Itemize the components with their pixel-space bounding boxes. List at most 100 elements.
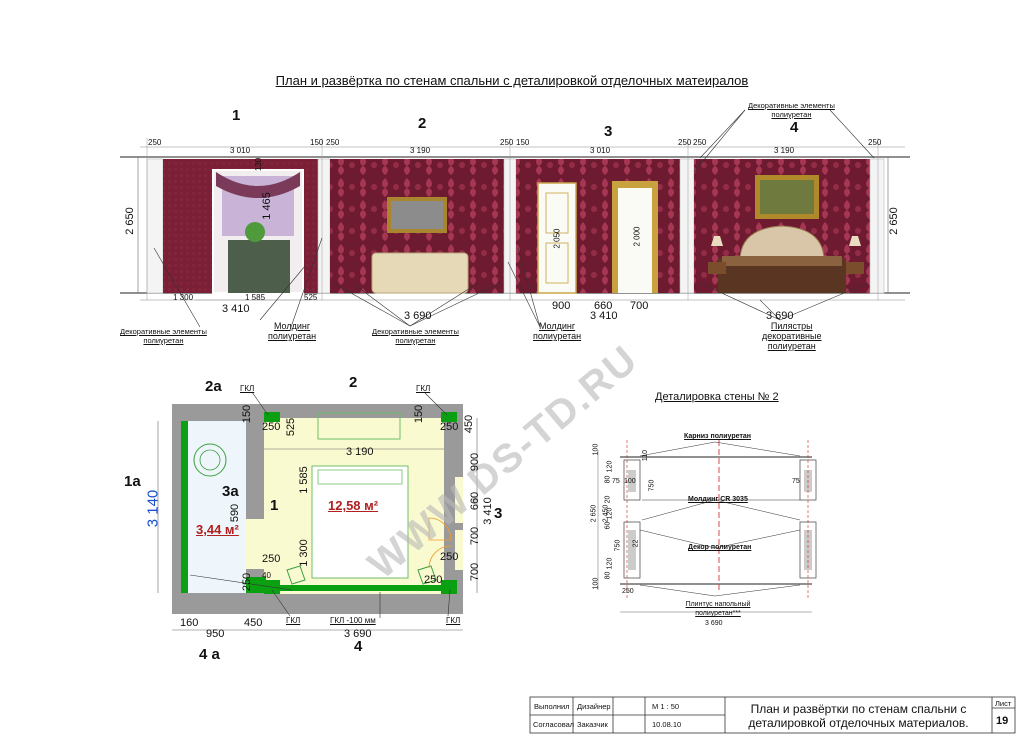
dim-plan-250e: 250 [440, 551, 459, 563]
detail-dim-120b: 120 [606, 507, 614, 520]
plan-label-1: 1 [270, 497, 279, 514]
bath-plan [193, 443, 227, 477]
pilaster-4 [679, 158, 695, 294]
detail-dim-20: 20 [604, 495, 612, 504]
gkl-label-bottom-left: ГКЛ [286, 616, 301, 625]
vanity [371, 252, 469, 294]
dim-plan-250c: 250 [262, 553, 281, 565]
detail-wall-2 [597, 440, 817, 613]
dim-w4-mid: 3 190 [774, 146, 795, 155]
dim-w1-b2: 1 585 [245, 293, 266, 302]
bathtub [228, 240, 290, 293]
dim-w3-total: 3 410 [590, 310, 618, 322]
wall-3-number: 3 [604, 123, 613, 140]
wall-1-number: 1 [232, 107, 241, 124]
dim-plan-150: 150 [241, 404, 254, 424]
tb-date: 10.08.10 [652, 720, 682, 729]
plant [245, 222, 265, 242]
dim-w3-left: 150 [516, 138, 530, 147]
floor-plan [157, 391, 478, 631]
area-bedroom: 12,58 м² [328, 498, 379, 513]
detail-dim-80b: 80 [604, 571, 612, 580]
dim-window-top: 130 [254, 157, 264, 172]
page-title: План и развёртка по стенам спальни с дет… [275, 73, 749, 88]
detail-dim-120a: 120 [606, 460, 614, 473]
detail-dim-80a: 80 [604, 475, 612, 484]
gkl-label-bottom-right: ГКЛ [446, 616, 461, 625]
detail-dim-100b: 100 [624, 478, 636, 485]
dim-plan-b160: 160 [180, 617, 199, 629]
dim-w2-right: 250 [500, 138, 514, 147]
dim-w3-right: 250 [678, 138, 692, 147]
dim-w4-total: 3 690 [766, 310, 794, 322]
dim-w1-height: 2 650 [123, 207, 136, 235]
detail-label-decor: Декор полиуретан [688, 544, 752, 551]
detail-dim-60: 60 [604, 521, 612, 530]
plan-leaders [189, 391, 451, 618]
dim-plan-b450: 450 [244, 617, 263, 629]
plan-label-4: 4 [354, 638, 363, 655]
detail-dim-750a: 750 [648, 479, 656, 492]
gkl-top-left [264, 412, 280, 422]
detail-dim-110: 110 [642, 449, 650, 462]
plan-label-4a: 4 а [199, 646, 220, 663]
dim-plan-525: 525 [285, 417, 298, 437]
gkl-top-right [441, 412, 457, 422]
dim-w4-height: 2 650 [887, 207, 900, 235]
dim-plan-left: 3 140 [144, 489, 162, 528]
tb-customer: Заказчик [577, 720, 608, 729]
gkl-label-top-left: ГКЛ [240, 384, 255, 393]
dim-w1-right: 150 [310, 138, 324, 147]
dim-w3-b3: 700 [630, 300, 649, 312]
tb-sheet-label: Лист [995, 699, 1012, 708]
dim-plan-right: 3 410 [481, 497, 494, 525]
dim-plan-590: 590 [229, 503, 242, 523]
detail-dim-3690: 3 690 [705, 620, 723, 627]
dim-window: 1 465 [260, 192, 273, 220]
tb-scale: М 1 : 50 [652, 702, 680, 711]
detail-label-plinth: Плинтус напольный полиуретан*** [685, 601, 751, 617]
dim-w4-right: 250 [868, 138, 882, 147]
dim-door-2: 2 000 [632, 226, 642, 247]
detail-dim-750b: 750 [614, 539, 622, 552]
dim-plan-250f: 250 [424, 574, 443, 586]
pilaster-1 [146, 158, 164, 294]
pilaster-2 [317, 158, 331, 294]
dim-w2-left: 250 [326, 138, 340, 147]
detail-label-cornice: Карниз полиуретан [684, 433, 751, 440]
wall-1-elevation [146, 158, 331, 294]
lamp-left [711, 236, 723, 246]
painting [760, 180, 814, 214]
gkl-bottom [264, 585, 457, 591]
detail-dim-75b: 75 [792, 478, 800, 485]
dim-w1-mid: 3 010 [230, 146, 251, 155]
dim-w1-total: 3 410 [222, 303, 250, 315]
molding-panel-left-top [623, 459, 641, 501]
dim-plan-top: 3 190 [346, 446, 374, 458]
detail-dim-75a: 75 [612, 478, 620, 485]
dim-w2-total: 3 690 [404, 310, 432, 322]
nightstand-right [846, 262, 864, 274]
wall-2-number: 2 [418, 115, 427, 132]
wall-4-elevation [694, 158, 885, 294]
detail-leaders [639, 441, 801, 597]
title-block [529, 696, 1016, 734]
mirror [391, 201, 443, 229]
dim-w4-left: 250 [693, 138, 707, 147]
door-1 [537, 182, 577, 294]
dim-w3-b2: 660 [594, 300, 613, 312]
door-swing-2 [428, 545, 452, 569]
plan-label-2a: 2а [205, 378, 222, 395]
dim-plan-700b: 700 [469, 562, 482, 582]
molding-panel-left-bottom [623, 521, 641, 579]
dim-plan-b950: 950 [206, 628, 225, 640]
valance [216, 172, 300, 198]
dim-plan-250a: 250 [262, 421, 281, 433]
dim-plan-450: 450 [463, 414, 476, 434]
vanity-plan [317, 412, 401, 440]
dim-plan-150b: 150 [413, 404, 426, 424]
